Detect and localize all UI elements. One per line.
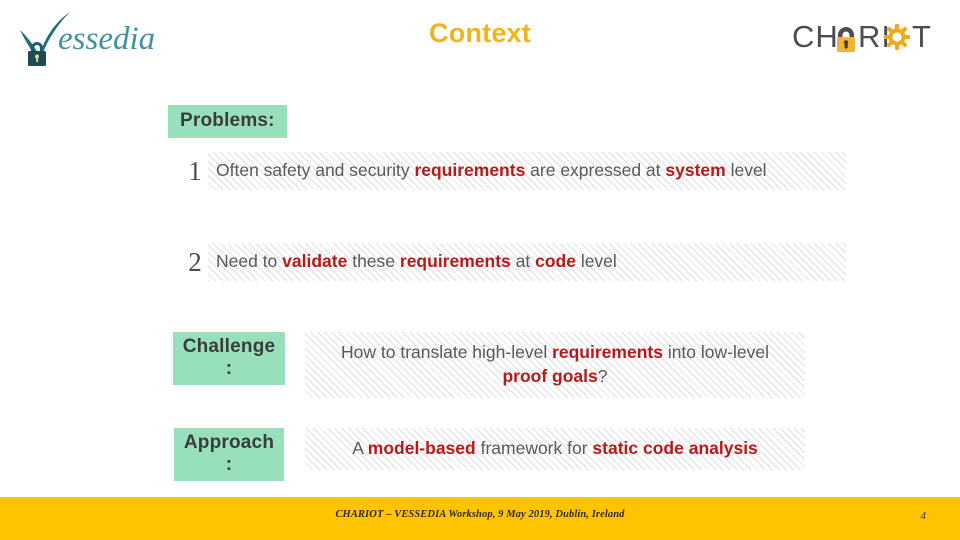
challenge-row: Challenge: How to translate high-level r…	[168, 332, 868, 399]
problem-item-1-number: 1	[188, 155, 202, 186]
footer-bar: CHARIOT – VESSEDIA Workshop, 9 May 2019,…	[0, 497, 960, 540]
page-number: 4	[920, 510, 927, 522]
problem-item-1-text: Often safety and security requirements a…	[208, 152, 846, 191]
svg-text:essedia: essedia	[58, 21, 155, 57]
footer-text: CHARIOT – VESSEDIA Workshop, 9 May 2019,…	[335, 509, 625, 520]
challenge-tag-wrap: Challenge:	[168, 332, 290, 385]
approach-tag-wrap: Approach:	[168, 428, 290, 481]
challenge-tag: Challenge:	[172, 332, 286, 385]
vessedia-logo: essedia	[12, 8, 192, 70]
approach-text: A model-based framework for static code …	[305, 428, 805, 471]
problem-item-2-number: 2	[188, 246, 202, 277]
problems-label: Problems:	[168, 105, 287, 138]
problem-item-1: 1 Often safety and security requirements…	[182, 152, 872, 191]
chariot-logo: CH RI	[792, 14, 942, 60]
problem-item-2: 2 Need to validate these requirements at…	[182, 243, 872, 282]
challenge-text: How to translate high-level requirements…	[305, 332, 805, 399]
problem-item-2-text: Need to validate these requirements at c…	[208, 243, 846, 282]
svg-text:CH: CH	[792, 19, 839, 54]
approach-tag: Approach:	[173, 428, 285, 481]
slide-header: essedia Context CH RI	[0, 0, 960, 78]
svg-text:T: T	[912, 19, 931, 54]
page-title: Context	[429, 18, 531, 48]
approach-row: Approach: A model-based framework for st…	[168, 428, 868, 481]
